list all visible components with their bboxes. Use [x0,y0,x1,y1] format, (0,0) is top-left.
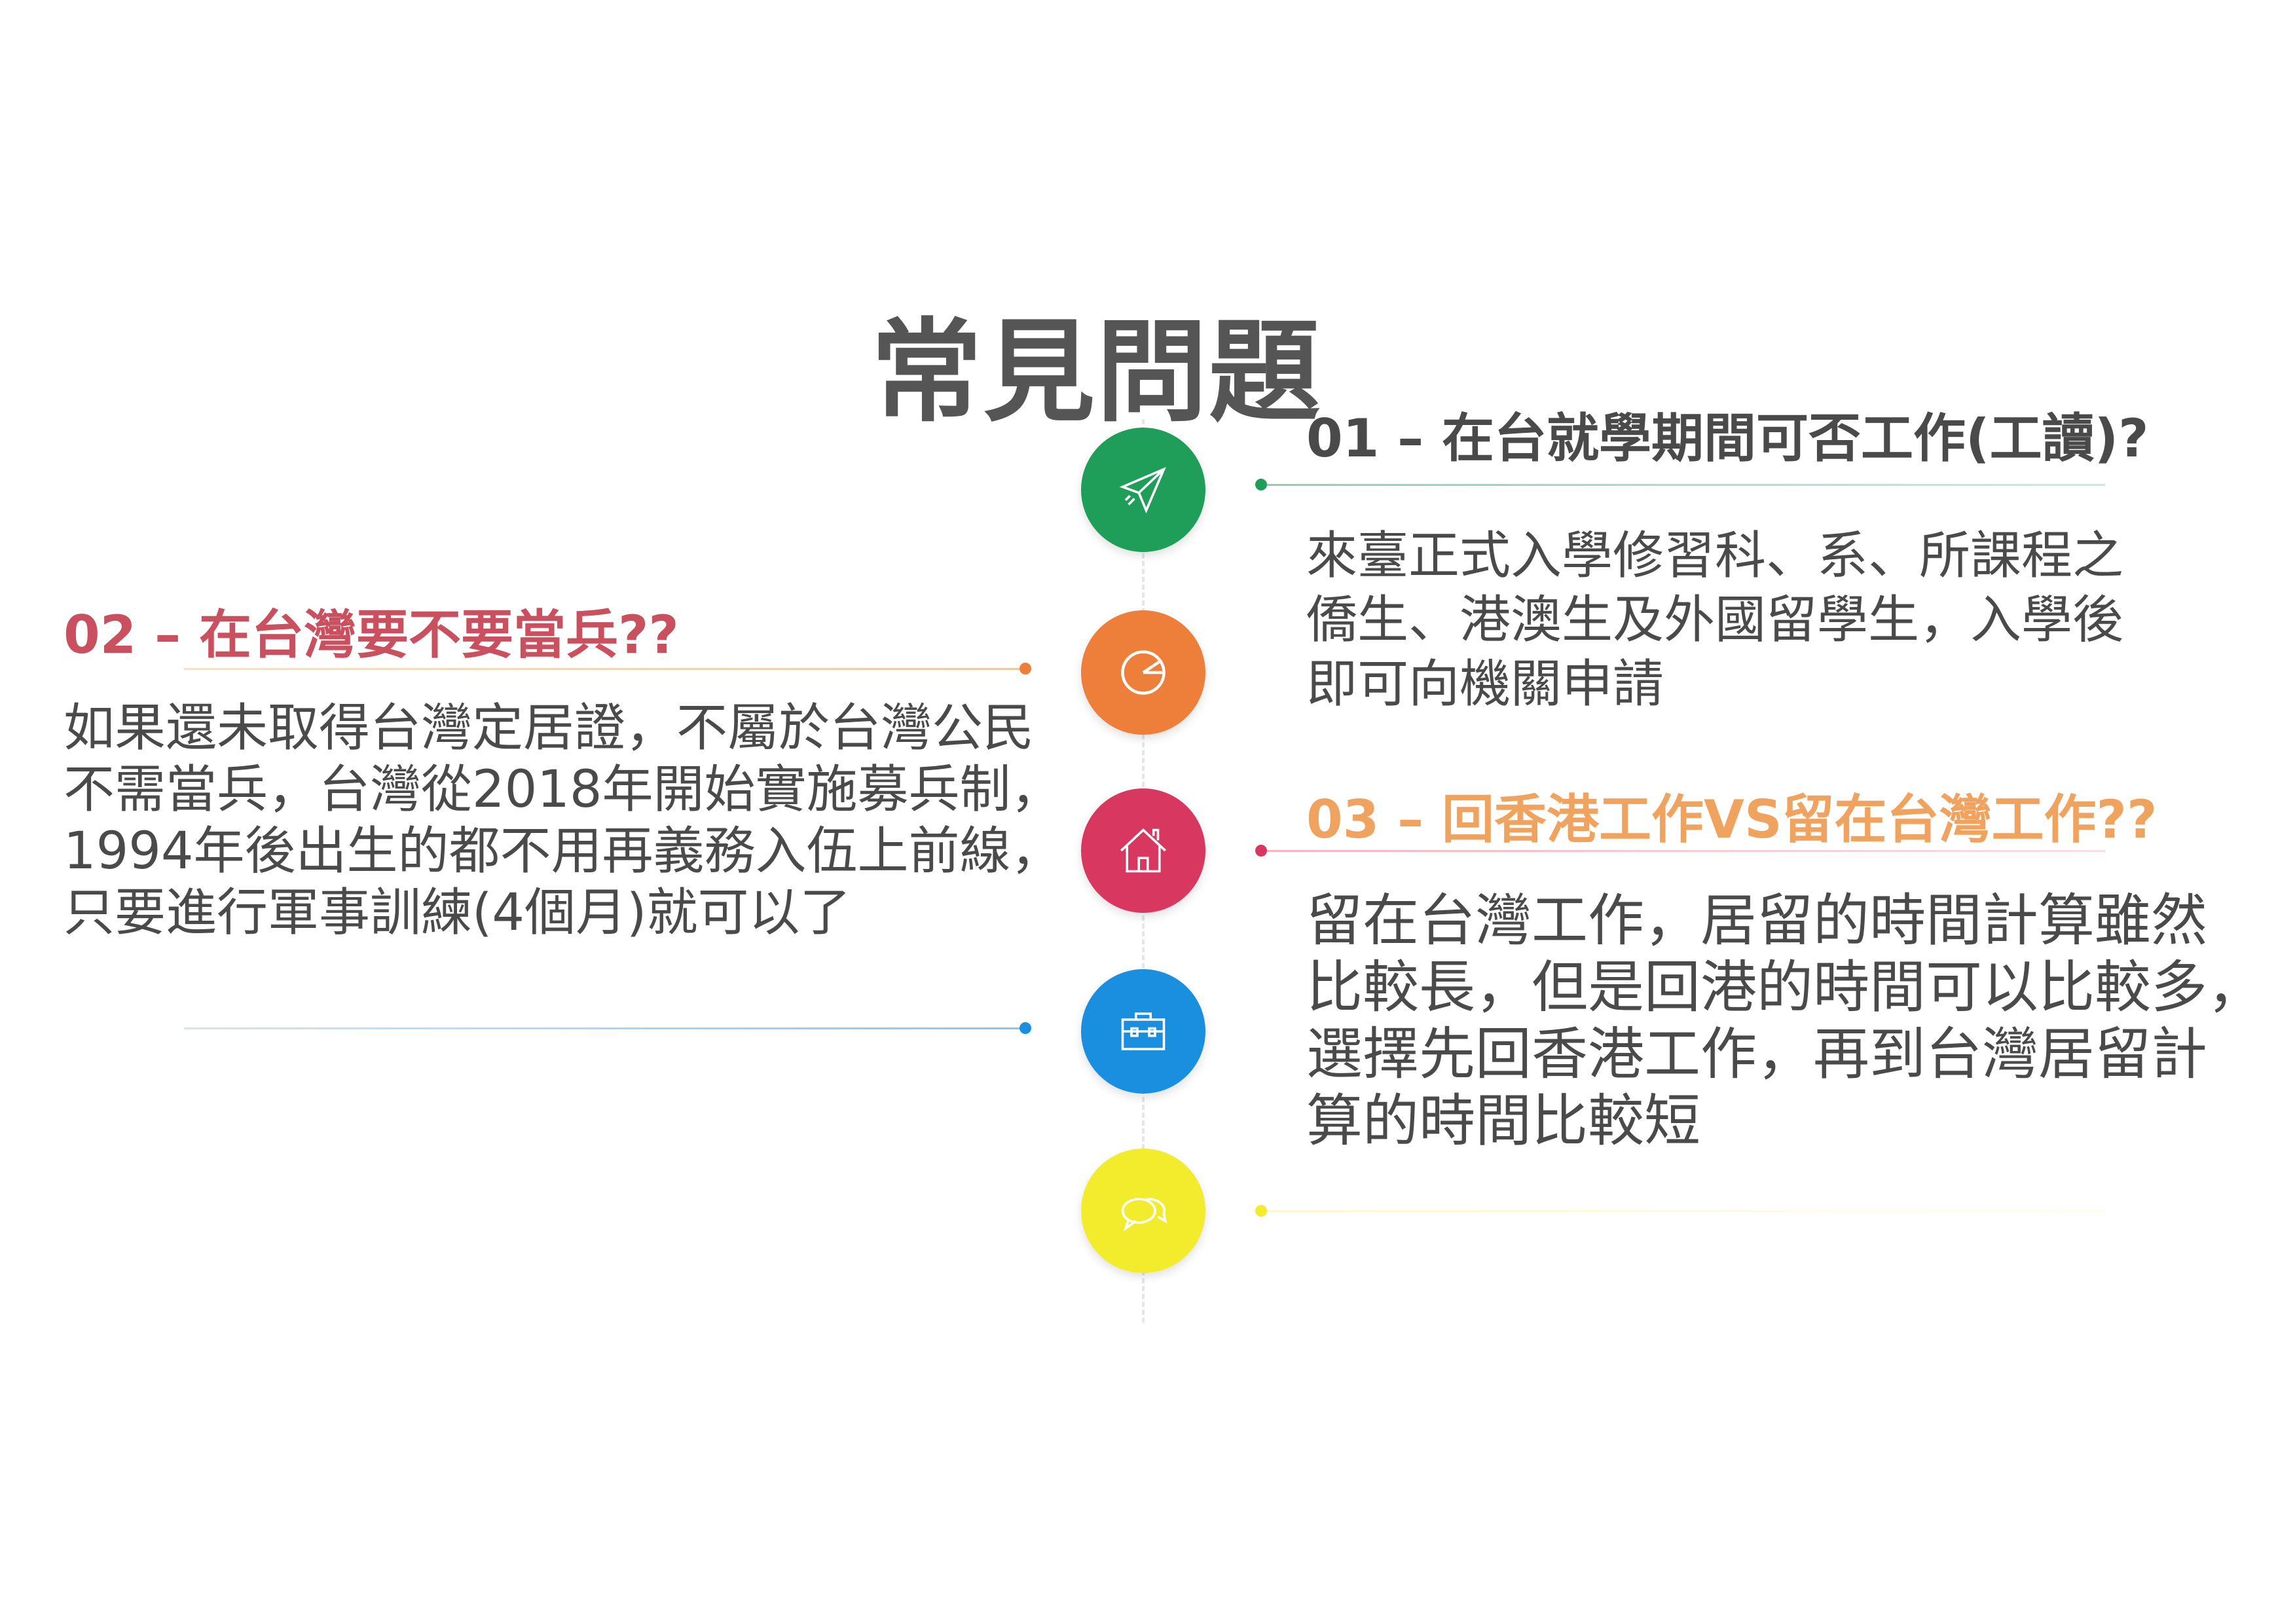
blue-dot [1019,1022,1031,1034]
faq-02-divider [184,668,1022,670]
chat-bubbles-icon [1121,1198,1167,1232]
answer-line: 選擇先回香港工作，再到台灣居留計 [1306,1022,2207,1087]
faq-02-dot [1019,663,1031,674]
paper-plane-icon [1119,467,1166,514]
answer-line: 比較長，但是回港的時間可以比較多， [1306,955,2264,1020]
faq-02-answer: 如果還未取得台灣定居證，不屬於台灣公民 不需當兵，台灣從2018年開始實施募兵制… [64,697,1062,944]
faq-01-heading: 01 – 在台就學期間可否工作(工讀)? [1306,408,2149,469]
timeline-node-2 [1081,610,1205,735]
timeline-node-5 [1081,1149,1205,1273]
pie-chart-icon [1121,650,1166,695]
timeline-node-3 [1081,788,1205,913]
answer-line: 僑生、港澳生及外國留學生，入學後 [1306,591,2124,650]
blue-divider [184,1027,1022,1029]
answer-line: 留在台灣工作，居留的時間計算雖然 [1306,888,2207,953]
page-title: 常見問題 [871,308,1322,437]
faq-01-divider [1267,484,2105,486]
faq-01-answer: 來臺正式入學修習科、系、所課程之 僑生、港澳生及外國留學生，入學後 即可向機關申… [1306,524,2123,716]
faq-03-divider [1267,850,2105,852]
yellow-divider [1267,1210,2105,1212]
timeline-node-4 [1081,969,1205,1094]
house-icon [1120,828,1166,873]
answer-line: 算的時間比較短 [1306,1088,1700,1154]
faq-03-heading: 03 – 回香港工作VS留在台灣工作?? [1306,789,2157,850]
answer-line: 來臺正式入學修習科、系、所課程之 [1306,526,2124,585]
answer-line: 即可向機關申請 [1306,655,1664,714]
answer-line: 如果還未取得台灣定居證，不屬於台灣公民 [64,699,1035,758]
timeline-node-1 [1081,428,1205,552]
briefcase-icon [1121,1012,1166,1050]
answer-line: 只要進行軍事訓練(4個月)就可以了 [64,883,851,942]
faq-01-dot [1255,479,1267,490]
yellow-dot [1255,1205,1267,1217]
answer-line: 1994年後出生的都不用再義務入伍上前線， [64,822,1062,881]
faq-03-dot [1255,845,1267,857]
answer-line: 不需當兵，台灣從2018年開始實施募兵制， [64,760,1062,819]
faq-02-heading: 02 – 在台灣要不要當兵?? [64,604,679,665]
faq-03-answer: 留在台灣工作，居留的時間計算雖然 比較長，但是回港的時間可以比較多， 選擇先回香… [1306,887,2264,1154]
